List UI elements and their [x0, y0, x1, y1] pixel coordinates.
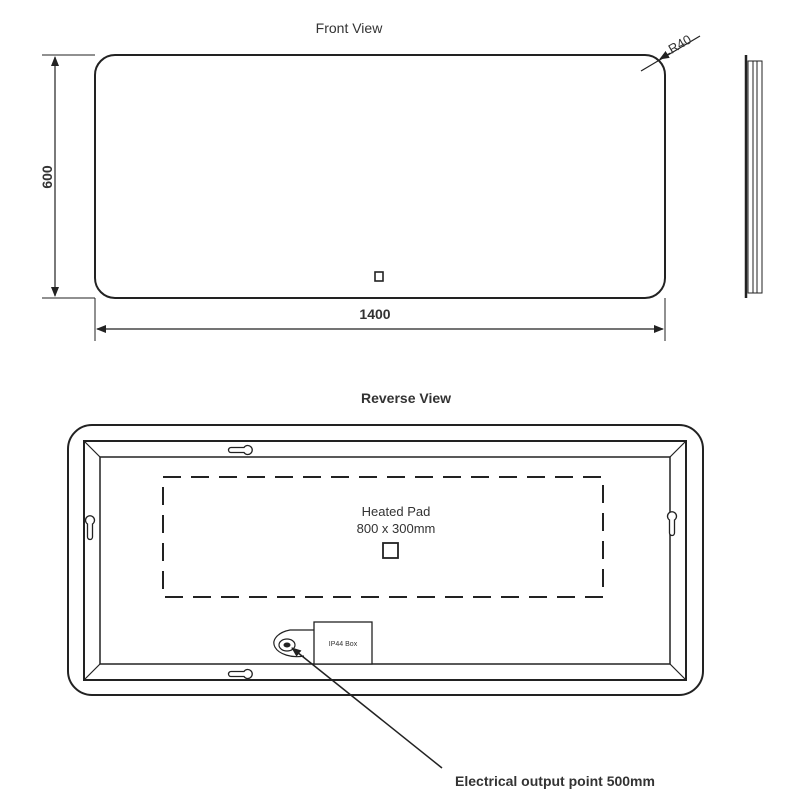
reverse-frame: [83, 440, 687, 681]
reverse-view: Reverse View Heated Pad 800 x 300mm IP44…: [67, 390, 704, 789]
keyhole-icon: [84, 515, 96, 541]
sensor-square-icon: [382, 542, 399, 559]
height-label: 600: [39, 165, 55, 189]
front-view: Front View 600 1400 R40: [39, 20, 701, 341]
keyhole-icon: [227, 444, 253, 456]
heated-pad-size: 800 x 300mm: [357, 521, 436, 536]
mirror-outline: [94, 54, 666, 299]
side-view: [744, 55, 763, 298]
radius-leader: [640, 35, 701, 72]
reverse-outer-outline: [67, 424, 704, 696]
electrical-output-label: Electrical output point 500mm: [455, 773, 655, 789]
heated-pad-label: Heated Pad: [362, 504, 431, 519]
front-view-title: Front View: [316, 20, 384, 36]
ip44-box: [313, 621, 373, 665]
keyhole-icon: [666, 511, 678, 537]
radius-label: R40: [666, 32, 694, 57]
electrical-leader-arrow: [291, 647, 443, 769]
heated-pad-outline: [162, 476, 604, 598]
electrical-outlet-icon: [278, 638, 296, 652]
reverse-view-title: Reverse View: [361, 390, 451, 406]
touch-sensor-icon: [374, 271, 384, 282]
width-label: 1400: [359, 306, 390, 322]
ip44-label: IP44 Box: [329, 641, 358, 648]
keyhole-icon: [227, 668, 253, 680]
